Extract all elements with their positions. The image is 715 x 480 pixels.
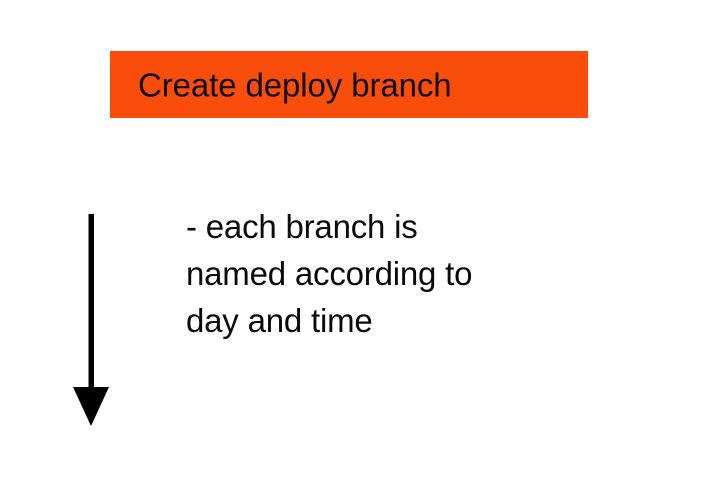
body-text-block: - each branch is named according to day …: [186, 203, 606, 344]
body-line-1: - each branch is: [186, 208, 418, 245]
arrow-down-icon: [70, 214, 112, 430]
page-title: Create deploy branch: [138, 66, 452, 103]
body-line-2: named according to: [186, 255, 473, 292]
title-banner: Create deploy branch: [110, 51, 588, 118]
body-line-3: day and time: [186, 302, 373, 339]
arrow-down-glyph: [73, 214, 109, 426]
